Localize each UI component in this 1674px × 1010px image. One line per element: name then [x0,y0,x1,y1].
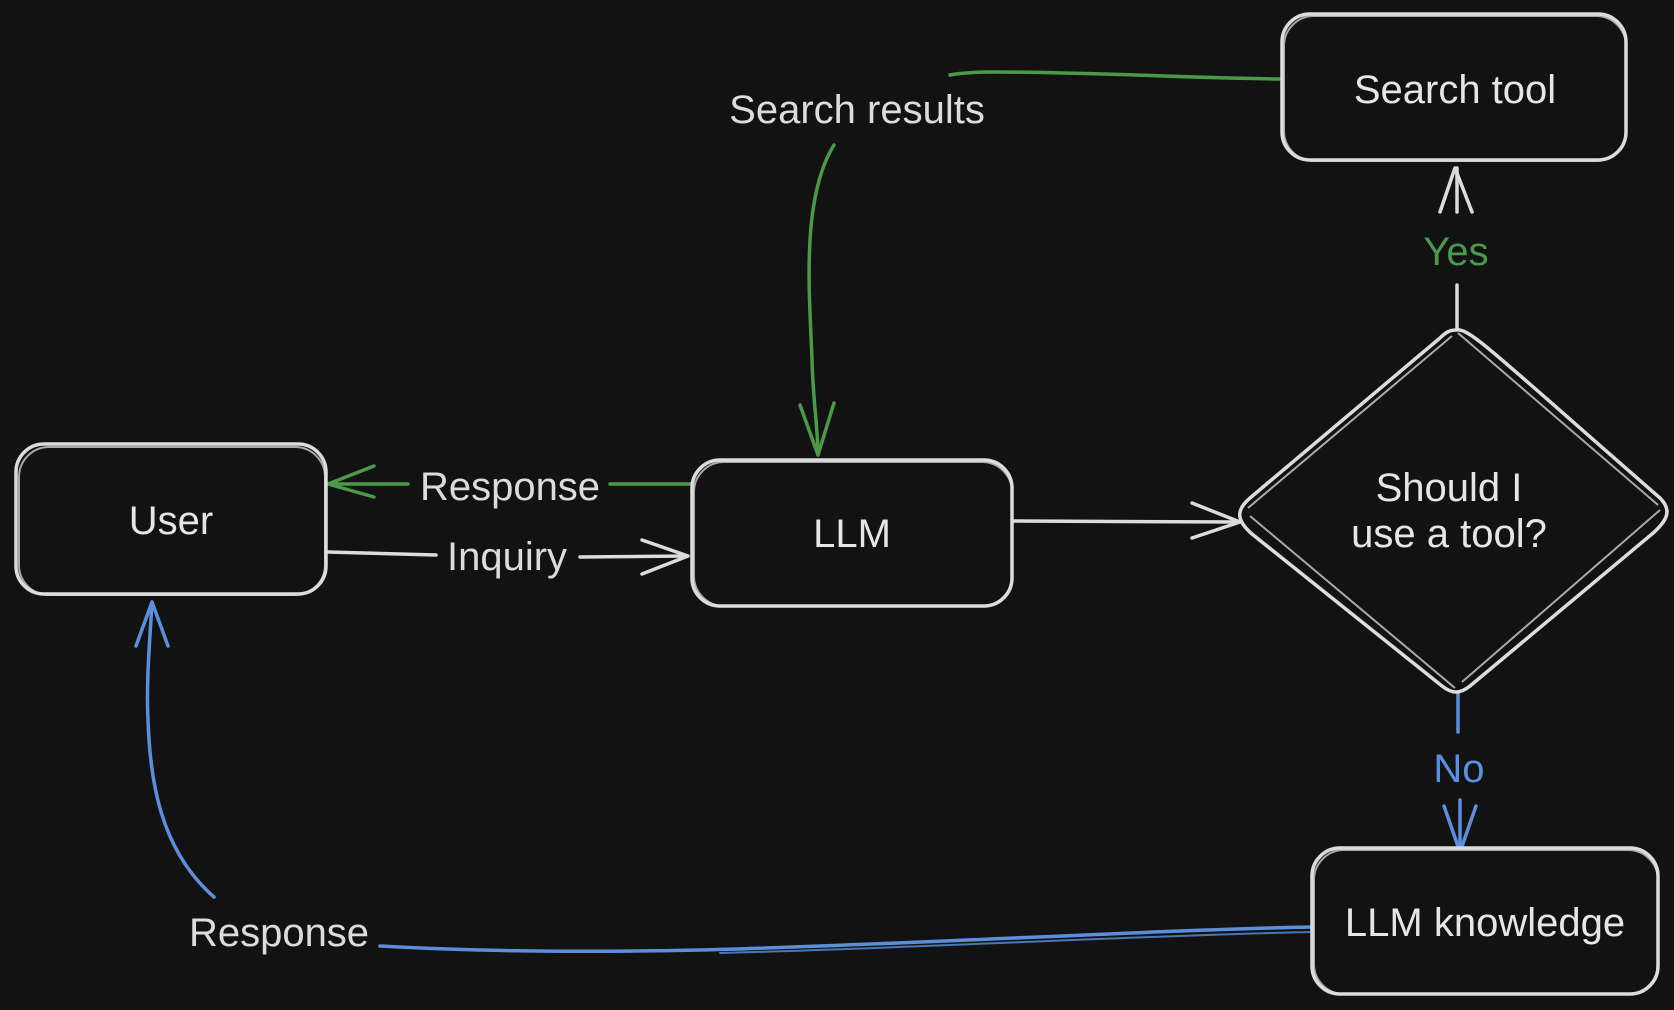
edge-search-tool-to-results [948,70,1282,81]
edge-label-response-knowledge: Response [189,911,369,955]
node-llm: LLM [690,458,1014,608]
arrowhead-results-to-llm [798,401,836,457]
arrowhead-decision-to-search [1438,166,1474,214]
edge-label-no: No [1433,747,1484,791]
node-user: User [14,442,328,596]
edge-label-search-results: Search results [729,88,985,132]
node-decision-line1: Should I [1376,466,1523,510]
edge-label-inquiry: Inquiry [447,535,567,579]
node-decision: Should I use a tool? [1238,328,1669,694]
node-user-label: User [129,499,213,543]
arrowhead-response-to-user [134,600,170,648]
edge-results-to-llm [807,143,836,457]
edge-user-to-llm-inquiry-right [578,554,688,559]
arrowhead-llm-to-user [326,464,376,499]
node-llm-label: LLM [813,512,891,556]
node-search-tool-label: Search tool [1354,68,1556,112]
node-llm-knowledge: LLM knowledge [1310,846,1660,996]
node-decision-line2: use a tool? [1351,512,1547,556]
edge-user-to-llm-inquiry-left [326,550,438,557]
edge-knowledge-to-response [378,925,1314,953]
arrowhead-user-to-llm [640,538,690,576]
edge-label-yes: Yes [1423,230,1488,274]
edge-knowledge-to-response-sketch [719,931,1313,954]
edge-label-response-tool: Response [420,465,600,509]
edge-llm-to-decision [1010,519,1242,524]
node-search-tool: Search tool [1280,12,1628,162]
edge-response-to-user [145,600,216,899]
node-llm-knowledge-label: LLM knowledge [1345,901,1625,945]
